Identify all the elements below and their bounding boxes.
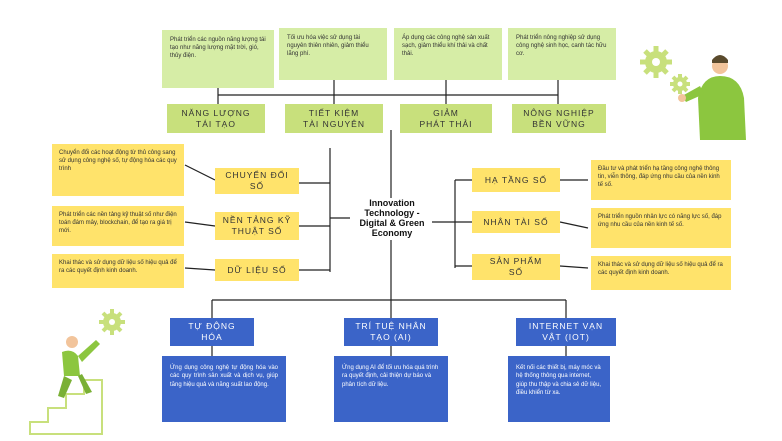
bottom-desc-2: Ứng dụng AI để tối ưu hóa quá trình ra q… bbox=[334, 356, 448, 422]
top-label-tiet-kiem: TIẾT KIỆM TÀI NGUYÊN bbox=[285, 104, 383, 133]
left-desc-2: Phát triển các nền tảng kỹ thuật số như … bbox=[52, 206, 184, 246]
left-label-nen-tang: NỀN TẢNG KỸ THUẬT SỐ bbox=[215, 212, 299, 240]
right-label-san-pham: SẢN PHẨM SỐ bbox=[472, 254, 560, 280]
person-illustration bbox=[640, 46, 746, 140]
top-label-giam-phat-thai: GIẢM PHÁT THẢI bbox=[400, 104, 492, 133]
stairs-illustration bbox=[29, 309, 125, 435]
top-desc-3: Áp dụng các công nghệ sản xuất sạch, giả… bbox=[394, 28, 502, 80]
top-label-nong-nghiep: NÔNG NGHIỆP BỀN VỮNG bbox=[512, 104, 606, 133]
top-desc-2: Tối ưu hóa việc sử dụng tài nguyên thiên… bbox=[279, 28, 387, 80]
bottom-label-iot: INTERNET VẠN VẬT (IOT) bbox=[516, 318, 616, 346]
right-desc-2: Phát triển nguồn nhân lực có năng lực số… bbox=[591, 208, 731, 248]
bottom-desc-3: Kết nối các thiết bị, máy móc và hệ thốn… bbox=[508, 356, 610, 422]
top-desc-4: Phát triển nông nghiệp sử dụng công nghệ… bbox=[508, 28, 616, 80]
top-label-nang-luong: NĂNG LƯỢNG TÁI TẠO bbox=[167, 104, 265, 133]
center-title: Innovation Technology - Digital & Green … bbox=[359, 198, 425, 238]
right-label-ha-tang: HẠ TẦNG SỐ bbox=[472, 168, 560, 192]
gear-icon bbox=[99, 309, 125, 335]
bottom-label-ai: TRÍ TUỆ NHÂN TẠO (AI) bbox=[344, 318, 438, 346]
right-desc-3: Khai thác và sử dụng dữ liệu số hiệu quả… bbox=[591, 256, 731, 290]
right-label-nhan-tai: NHÂN TÀI SỐ bbox=[472, 211, 560, 233]
gear-icon bbox=[670, 74, 690, 94]
bottom-desc-1: Ứng dụng công nghệ tự động hóa vào các q… bbox=[162, 356, 286, 422]
left-label-chuyen-doi-so: CHUYỂN ĐỔI SỐ bbox=[215, 168, 299, 194]
left-desc-3: Khai thác và sử dụng dữ liệu số hiệu quả… bbox=[52, 254, 184, 288]
gear-icon bbox=[640, 46, 672, 78]
bottom-label-tu-dong-hoa: TỰ ĐỘNG HÓA bbox=[170, 318, 254, 346]
left-label-du-lieu-so: DỮ LIỆU SỐ bbox=[215, 259, 299, 281]
left-desc-1: Chuyển đổi các hoạt động từ thủ công san… bbox=[52, 144, 184, 196]
top-desc-1: Phát triển các nguồn năng lượng tái tạo … bbox=[162, 30, 274, 88]
right-desc-1: Đầu tư và phát triển hạ tầng công nghệ t… bbox=[591, 160, 731, 200]
